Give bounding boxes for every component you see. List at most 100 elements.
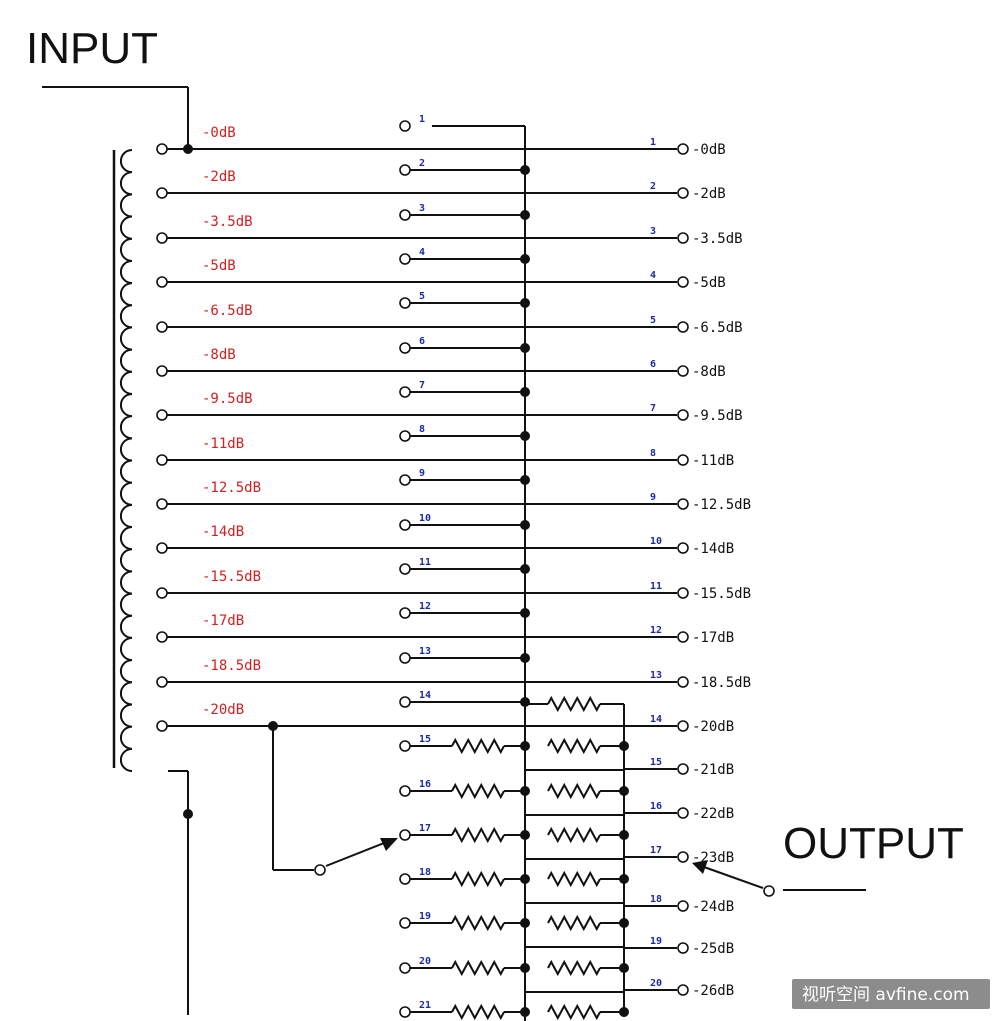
output-wiper-terminal[interactable] [763,885,775,897]
switch-terminal[interactable] [399,652,411,664]
tap-label: -17dB [202,613,244,629]
output-number: 9 [650,492,656,503]
output-terminal[interactable] [677,542,689,554]
switch-terminal[interactable] [399,917,411,929]
switch-terminal[interactable] [399,785,411,797]
output-terminal[interactable] [677,143,689,155]
output-label: -22dB [692,806,734,822]
switch-terminal[interactable] [399,740,411,752]
output-terminal[interactable] [677,276,689,288]
switch-number: 8 [419,424,425,435]
output-terminal[interactable] [677,498,689,510]
output-terminal[interactable] [677,321,689,333]
output-terminal[interactable] [677,454,689,466]
tap-terminal [156,365,168,377]
resistor-symbol [451,870,505,888]
switch-number: 17 [419,823,431,834]
output-number: 16 [650,801,662,812]
bus-junction-dot [520,431,530,441]
switch-terminal[interactable] [399,607,411,619]
tap-terminal [156,143,168,155]
output-terminal[interactable] [677,763,689,775]
bus-junction-dot [520,608,530,618]
switch-terminal[interactable] [399,253,411,265]
switch-terminal[interactable] [399,962,411,974]
tap-label: -6.5dB [202,303,253,319]
output-terminal[interactable] [677,942,689,954]
bus-junction-dot [520,475,530,485]
switch-number: 5 [419,291,425,302]
input-junction-dot [183,144,193,154]
output-number: 1 [650,137,656,148]
output-terminal[interactable] [677,187,689,199]
tap-label: -14dB [202,524,244,540]
switch-terminal[interactable] [399,386,411,398]
switch-number: 14 [419,690,431,701]
tap-label: -20dB [202,702,244,718]
output-label: -20dB [692,719,734,735]
output-terminal[interactable] [677,365,689,377]
switch-terminal[interactable] [399,342,411,354]
output-terminal[interactable] [677,851,689,863]
output-label: -18.5dB [692,675,751,691]
output-label: -14dB [692,541,734,557]
output-terminal[interactable] [677,807,689,819]
switch-terminal[interactable] [399,829,411,841]
switch-terminal[interactable] [399,696,411,708]
switch-number: 16 [419,779,431,790]
output-label: -6.5dB [692,320,743,336]
output-label: -8dB [692,364,726,380]
output-label: -12.5dB [692,497,751,513]
switch-terminal[interactable] [399,474,411,486]
tap-label: -18.5dB [202,658,261,674]
input-wiper-terminal[interactable] [314,864,326,876]
output-terminal[interactable] [677,720,689,732]
output-terminal[interactable] [677,232,689,244]
switch-number: 4 [419,247,425,258]
switch-terminal[interactable] [399,1006,411,1018]
switch-number: 9 [419,468,425,479]
output-terminal[interactable] [677,409,689,421]
tap-terminal [156,587,168,599]
tap-terminal [156,321,168,333]
output-number: 5 [650,315,656,326]
switch-terminal[interactable] [399,297,411,309]
output-number: 10 [650,536,662,547]
switch-terminal[interactable] [399,164,411,176]
output-number: 11 [650,581,662,592]
output-label: -24dB [692,899,734,915]
bus-junction-dot [619,918,629,928]
output-number: 13 [650,670,662,681]
output-label: -25dB [692,941,734,957]
switch-number: 1 [419,114,425,125]
tap-terminal [156,498,168,510]
resistor-symbol [547,782,601,800]
switch-terminal[interactable] [399,120,411,132]
switch-terminal[interactable] [399,519,411,531]
output-terminal[interactable] [677,984,689,996]
tap-terminal [156,676,168,688]
switch-terminal[interactable] [399,209,411,221]
switch-terminal[interactable] [399,430,411,442]
tap-terminal [156,631,168,643]
watermark-text: 视听空间 avfine.com [802,985,970,1005]
bus-junction-dot [520,697,530,707]
bus-junction-dot [520,520,530,530]
tap-20db-junction-dot [268,721,278,731]
output-label: -11dB [692,453,734,469]
output-number: 4 [650,270,656,281]
switch-terminal[interactable] [399,563,411,575]
tap-terminal [156,542,168,554]
switch-number: 18 [419,867,431,878]
output-terminal[interactable] [677,631,689,643]
resistor-symbol [547,695,601,713]
switch-terminal[interactable] [399,873,411,885]
output-terminal[interactable] [677,676,689,688]
output-number: 14 [650,714,662,725]
bus-junction-dot [520,254,530,264]
resistor-symbol [451,959,505,977]
output-terminal[interactable] [677,587,689,599]
switch-number: 19 [419,911,431,922]
output-number: 6 [650,359,656,370]
output-terminal[interactable] [677,900,689,912]
